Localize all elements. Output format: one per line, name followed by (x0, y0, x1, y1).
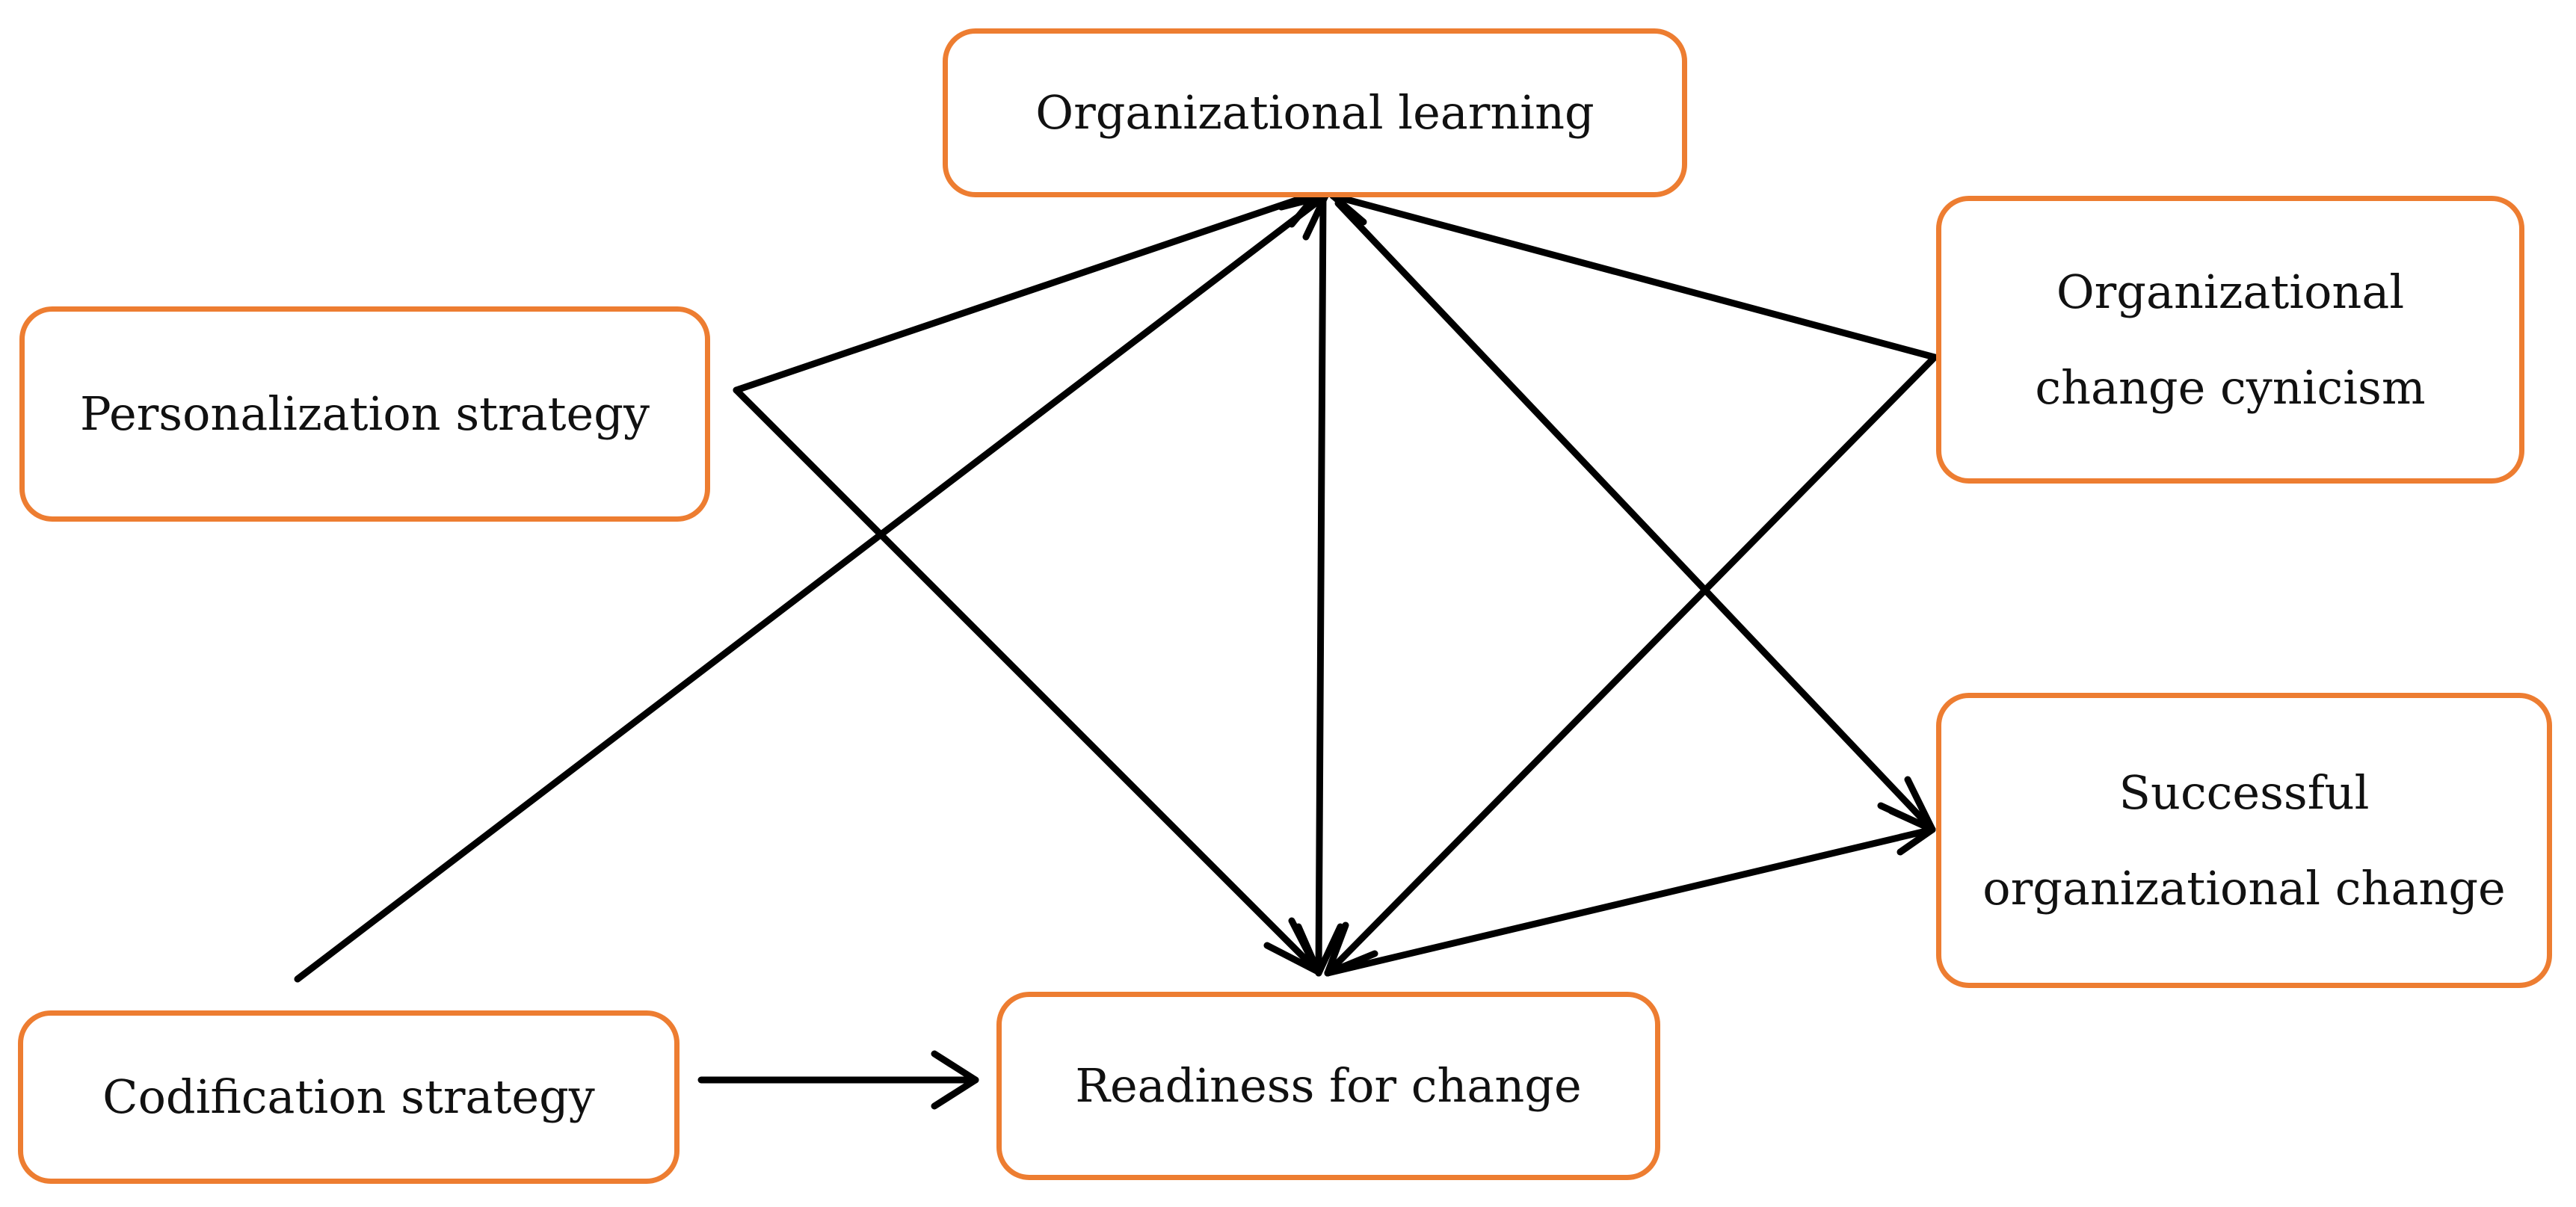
node-label: Personalization strategy (80, 386, 650, 441)
edge-readiness-to-success (1324, 807, 1936, 977)
node-label: Codification strategy (102, 1069, 595, 1124)
edge-org-learning-to-readiness (1295, 192, 1344, 977)
edge-personalization-to-org-learning (733, 182, 1322, 394)
node-organizational-learning: Organizational learning (943, 28, 1687, 197)
node-label-line-1: Organizational (2056, 264, 2405, 319)
edge-personalization-to-readiness (733, 386, 1322, 975)
node-personalization-strategy: Personalization strategy (19, 306, 710, 522)
node-successful-organizational-change: Successful organizational change (1936, 693, 2552, 988)
node-label: Readiness for change (1075, 1058, 1582, 1113)
node-readiness-for-change: Readiness for change (996, 992, 1660, 1180)
node-label-line-2: change cynicism (2035, 359, 2426, 415)
node-organizational-change-cynicism: Organizational change cynicism (1936, 196, 2524, 484)
edge-cynicism-to-readiness (1324, 354, 1938, 977)
edge-org-learning-to-success (1334, 200, 1936, 833)
edge-codification-to-readiness (697, 1050, 979, 1110)
node-label-line-2: organizational change (1982, 860, 2506, 916)
node-label-line-1: Successful (2119, 765, 2370, 820)
node-label: Organizational learning (1035, 85, 1594, 140)
edge-cynicism-to-org-learning (1329, 177, 1938, 361)
node-codification-strategy: Codification strategy (18, 1010, 680, 1184)
